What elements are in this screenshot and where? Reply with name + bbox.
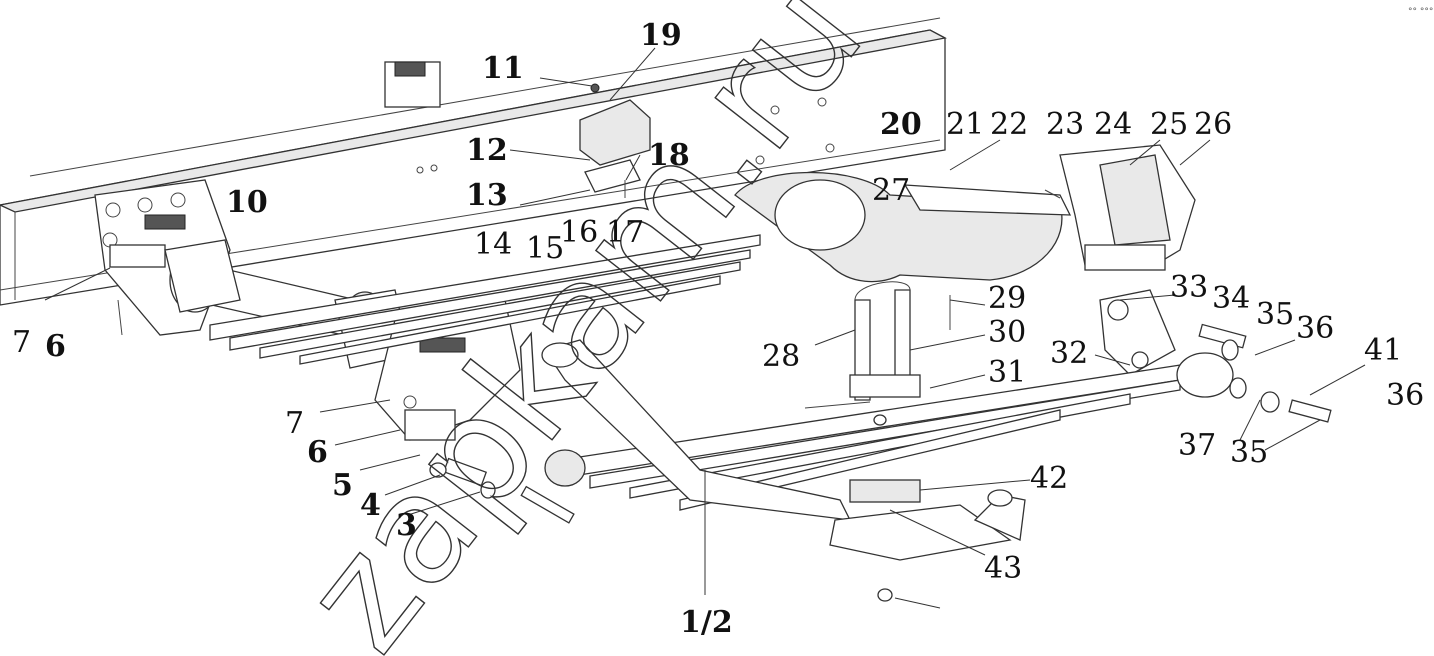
callout-26: 26 xyxy=(1194,107,1232,142)
callout-42: 43 xyxy=(984,551,1022,586)
callout-41: 42 xyxy=(1030,461,1068,496)
callout-12: 12 xyxy=(466,133,508,168)
callout-25: 25 xyxy=(1150,107,1188,142)
spring-seat-plate xyxy=(829,479,1026,561)
callout-16: 16 xyxy=(560,215,598,250)
callout-35b: 35 xyxy=(1230,435,1268,470)
callout-6b: 6 xyxy=(45,329,66,364)
callout-18: 18 xyxy=(648,138,690,173)
callout-labels: 1/2 3 4 5 6 7 7 6 10 11 12 13 14 15 16 1… xyxy=(12,7,1433,640)
callout-28: 28 xyxy=(762,339,800,374)
callout-11: 11 xyxy=(482,51,524,86)
callout-3: 3 xyxy=(396,508,417,543)
callout-33: 33 xyxy=(1170,270,1208,305)
callout-10: 10 xyxy=(226,185,268,220)
callout-7a: 7 xyxy=(285,406,304,441)
spring-shackle xyxy=(1099,289,1176,376)
callout-37: 37 xyxy=(1178,428,1216,463)
corner-mark: °° °°° xyxy=(1408,7,1433,17)
leader-lines xyxy=(44,47,1366,609)
callout-36a: 36 xyxy=(1296,311,1334,346)
frame-rail xyxy=(0,17,947,306)
callout-22: 22 xyxy=(990,107,1028,142)
radius-arm xyxy=(541,339,852,521)
callout-27: 27 xyxy=(872,173,910,208)
upper-leaf-spring xyxy=(209,234,761,365)
callout-38: 41 xyxy=(1364,333,1402,368)
callout-36b: 36 xyxy=(1386,378,1424,413)
callout-5: 5 xyxy=(332,468,353,503)
callout-32: 32 xyxy=(1050,336,1088,371)
callout-29: 29 xyxy=(988,281,1026,316)
callout-14: 14 xyxy=(474,227,512,262)
callout-21: 21 xyxy=(946,107,984,142)
callout-4: 4 xyxy=(360,488,381,523)
callout-7b: 7 xyxy=(12,325,31,360)
callout-35a: 35 xyxy=(1256,297,1294,332)
pins-and-bolts xyxy=(117,83,1332,602)
callout-31: 31 xyxy=(988,355,1026,390)
callout-34: 34 xyxy=(1212,281,1250,316)
callout-15: 15 xyxy=(526,231,564,266)
u-bolts xyxy=(804,281,921,409)
callout-24: 24 xyxy=(1094,107,1132,142)
callout-19: 19 xyxy=(640,18,682,53)
callout-20: 20 xyxy=(880,107,922,142)
callout-17: 17 xyxy=(606,215,644,250)
axle-housing xyxy=(734,171,1072,283)
callout-13: 13 xyxy=(466,178,508,213)
callout-1-2: 1/2 xyxy=(680,605,733,640)
callout-6a: 6 xyxy=(307,435,328,470)
rear-hanger-bracket xyxy=(1059,144,1196,271)
upper-bump-stop-bracket xyxy=(384,61,651,193)
callout-30: 30 xyxy=(988,315,1026,350)
callout-23: 23 xyxy=(1046,107,1084,142)
